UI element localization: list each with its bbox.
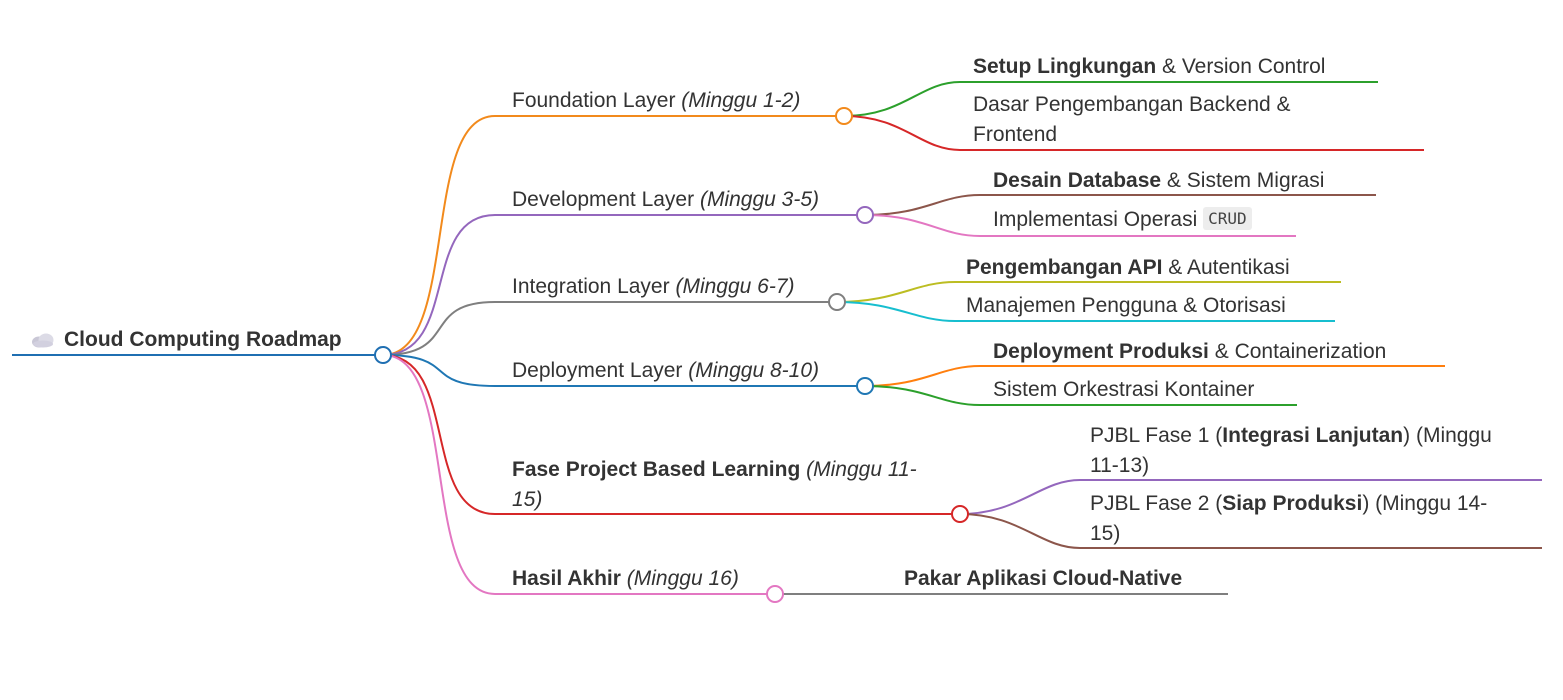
leaf-connector (864, 365, 1445, 387)
leaf-sistem-orkestrasi[interactable]: Sistem Orkestrasi Kontainer (993, 375, 1254, 405)
leaf-text: & Containerization (1208, 340, 1387, 363)
branch-pjbl[interactable]: Fase Project Based Learning (Minggu 11-1… (512, 455, 942, 515)
leaf-bold: Desain Database (993, 169, 1162, 192)
cloud-icon (32, 333, 54, 348)
branch-foundation-weeks: (Minggu 1-2) (681, 89, 801, 112)
branch-hasil[interactable]: Hasil Akhir (Minggu 16) (512, 564, 739, 594)
branch-integration[interactable]: Integration Layer (Minggu 6-7) (512, 272, 795, 302)
leaf-pjbl-fase-2[interactable]: PJBL Fase 2 (Siap Produksi) (Minggu 14-1… (1090, 489, 1510, 549)
branch-node-dot[interactable] (856, 206, 874, 224)
branch-development-label: Development Layer (512, 188, 695, 211)
branch-connector (382, 214, 857, 356)
leaf-bold: Deployment Produksi (993, 340, 1209, 363)
leaf-text: Dasar Pengembangan Backend & Frontend (973, 93, 1291, 146)
leaf-desain-database[interactable]: Desain Database & Sistem Migrasi (993, 166, 1324, 196)
leaf-text: & Autentikasi (1162, 256, 1290, 279)
leaf-pre: PJBL Fase 1 ( (1090, 424, 1223, 447)
branch-deployment-label: Deployment Layer (512, 359, 683, 382)
leaf-connector (836, 281, 1341, 303)
branch-integration-weeks: (Minggu 6-7) (675, 275, 795, 298)
leaf-bold: Pakar Aplikasi Cloud-Native (904, 567, 1183, 590)
root-node[interactable]: Cloud Computing Roadmap (30, 325, 342, 355)
leaf-bold: Pengembangan API (966, 256, 1163, 279)
leaf-pengembangan-api[interactable]: Pengembangan API & Autentikasi (966, 253, 1290, 283)
leaf-connector (864, 194, 1376, 216)
leaf-dasar-pengembangan[interactable]: Dasar Pengembangan Backend & Frontend (973, 90, 1368, 150)
branch-hasil-weeks: (Minggu 16) (626, 567, 739, 590)
leaf-text: & Sistem Migrasi (1161, 169, 1325, 192)
branch-connector (382, 301, 829, 356)
root-label: Cloud Computing Roadmap (64, 328, 342, 351)
branch-node-dot[interactable] (835, 107, 853, 125)
leaf-connector (959, 513, 1542, 549)
branch-foundation-label: Foundation Layer (512, 89, 676, 112)
leaf-text: Sistem Orkestrasi Kontainer (993, 378, 1255, 401)
leaf-text: ) (Minggu 11-13) (1090, 424, 1492, 477)
leaf-connector (959, 479, 1542, 515)
leaf-connector (843, 81, 1378, 117)
branch-deployment-weeks: (Minggu 8-10) (688, 359, 819, 382)
branch-node-dot[interactable] (766, 585, 784, 603)
leaf-text: ) (Minggu 14-15) (1090, 492, 1488, 545)
branch-node-dot[interactable] (856, 377, 874, 395)
branch-connector (382, 354, 952, 515)
code-chip: CRUD (1203, 207, 1252, 230)
leaf-deployment-produksi[interactable]: Deployment Produksi & Containerization (993, 337, 1386, 367)
leaf-text: & Version Control (1156, 55, 1326, 78)
leaf-implementasi-crud[interactable]: Implementasi Operasi CRUD (993, 204, 1252, 235)
branch-foundation[interactable]: Foundation Layer (Minggu 1-2) (512, 86, 800, 116)
branch-node-dot[interactable] (951, 505, 969, 523)
branch-connector (382, 354, 857, 387)
leaf-pjbl-fase-1[interactable]: PJBL Fase 1 (Integrasi Lanjutan) (Minggu… (1090, 421, 1510, 481)
branch-development[interactable]: Development Layer (Minggu 3-5) (512, 185, 819, 215)
branch-node-dot[interactable] (828, 293, 846, 311)
leaf-connector (864, 385, 1297, 406)
leaf-text: Implementasi Operasi (993, 208, 1204, 231)
leaf-bold: Setup Lingkungan (973, 55, 1157, 78)
branch-pjbl-weeks: (Minggu 11-15) (512, 458, 917, 511)
leaf-connector (864, 214, 1296, 237)
branch-integration-label: Integration Layer (512, 275, 670, 298)
branch-hasil-label: Hasil Akhir (512, 567, 621, 590)
leaf-pre: PJBL Fase 2 ( (1090, 492, 1223, 515)
branch-connector (382, 354, 767, 595)
branch-deployment[interactable]: Deployment Layer (Minggu 8-10) (512, 356, 819, 386)
leaf-bold: Siap Produksi (1222, 492, 1363, 515)
leaf-connector (836, 301, 1335, 322)
leaf-connector (843, 115, 1424, 151)
leaf-text: Manajemen Pengguna & Otorisasi (966, 294, 1286, 317)
leaf-bold: Integrasi Lanjutan (1222, 424, 1404, 447)
leaf-manajemen-pengguna[interactable]: Manajemen Pengguna & Otorisasi (966, 291, 1286, 321)
branch-connector (382, 115, 836, 356)
leaf-pakar-aplikasi[interactable]: Pakar Aplikasi Cloud-Native (904, 564, 1182, 594)
leaf-setup-lingkungan[interactable]: Setup Lingkungan & Version Control (973, 52, 1325, 82)
root-node-dot[interactable] (374, 346, 392, 364)
branch-pjbl-label: Fase Project Based Learning (512, 458, 801, 481)
branch-development-weeks: (Minggu 3-5) (699, 188, 820, 211)
